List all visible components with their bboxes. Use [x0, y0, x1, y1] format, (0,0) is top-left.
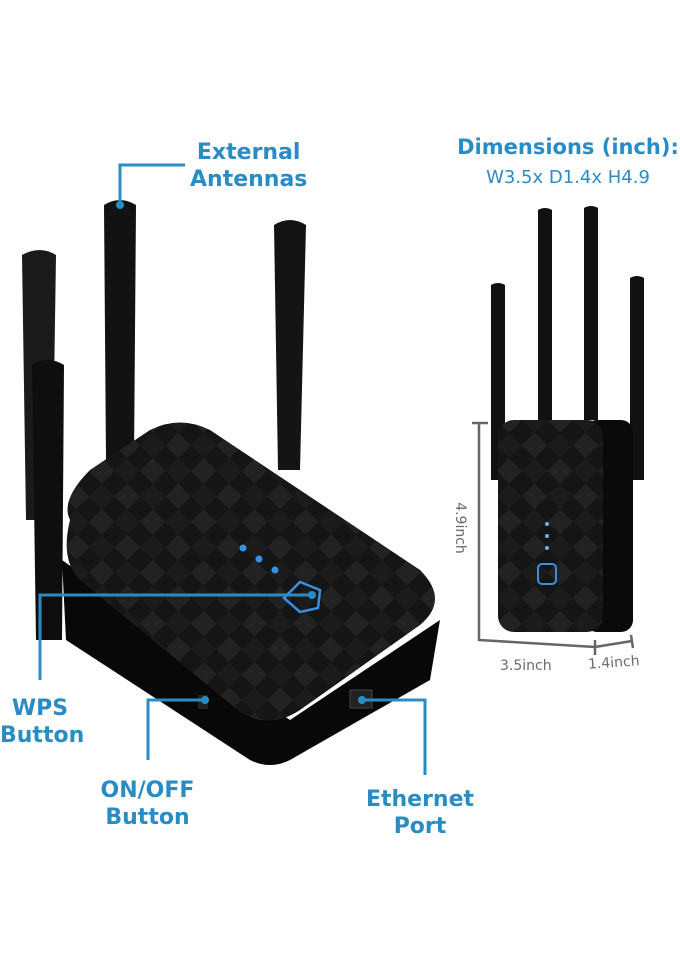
ethernet-label: Ethernet Port	[364, 786, 476, 840]
dimensions-values: W3.5x D1.4x H4.9	[486, 167, 650, 188]
label-line: External	[196, 140, 301, 165]
label-line: Button	[105, 805, 190, 830]
height-dimension: 4.9inch	[452, 502, 468, 554]
onoff-label: ON/OFF Button	[100, 777, 195, 831]
label-line: Button	[0, 723, 85, 748]
label-line: WPS	[11, 696, 69, 721]
antennas-label: External Antennas	[190, 139, 307, 193]
dimension-lines	[472, 421, 635, 655]
label-line: Port	[393, 814, 447, 839]
callout-lines	[38, 163, 427, 775]
dimensions-title: Dimensions (inch):	[457, 135, 679, 159]
label-line: ON/OFF	[100, 778, 195, 803]
antenna-icon	[22, 200, 306, 640]
label-line: Ethernet	[365, 787, 475, 812]
label-line: Antennas	[190, 167, 308, 192]
width-dimension: 3.5inch	[500, 658, 552, 674]
wps-label: WPS Button	[0, 695, 85, 749]
side-view-device	[491, 206, 644, 632]
